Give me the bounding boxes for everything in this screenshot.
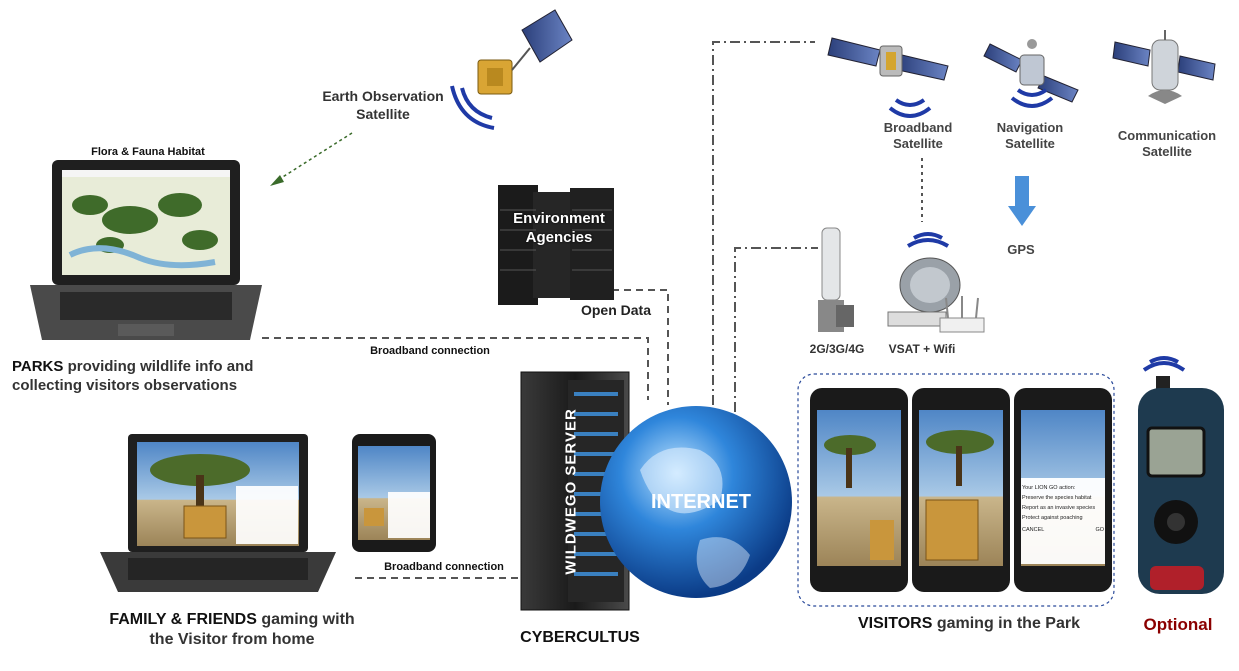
family-friends-label: FAMILY & FRIENDS gaming with the Visitor… [109, 611, 355, 648]
wildwego-server-label: WILDWEGO SERVER [562, 408, 580, 575]
navigation-satellite-icon [983, 39, 1079, 108]
family-laptop-icon [100, 434, 336, 592]
gps-label: GPS [1007, 242, 1035, 257]
earth-obs-arrow [270, 132, 353, 186]
game-dialog: Your LION GO action: Preserve the specie… [1022, 484, 1104, 535]
optional-label: Optional [1143, 615, 1213, 634]
tablet-icon [352, 434, 436, 552]
open-data-label: Open Data [580, 302, 651, 318]
cell-network-label: 2G/3G/4G [809, 342, 865, 356]
vsat-wifi-label: VSAT + Wifi [888, 342, 956, 356]
internet-globe-icon [600, 406, 792, 598]
flora-fauna-habitat-label: Flora & Fauna Habitat [91, 146, 205, 158]
visitor-phone-2-icon [912, 388, 1010, 592]
internet-label: INTERNET [651, 491, 751, 513]
game-option[interactable]: Protect against poaching [1022, 514, 1083, 521]
earth-observation-satellite-icon [450, 9, 573, 130]
cell-tower-line [734, 247, 818, 412]
connection-lines [262, 41, 923, 579]
parks-broadband-line [262, 337, 649, 400]
game-option[interactable]: Preserve the species habitat [1022, 494, 1092, 501]
earth-observation-satellite-label: Earth Observation Satellite [322, 88, 444, 122]
visitor-phone-1-icon [810, 388, 908, 592]
handheld-gps-device-icon [1138, 356, 1224, 594]
cell-tower-icon [818, 227, 854, 332]
broadband-connection-label-top: Broadband connection [370, 345, 490, 357]
broadband-satellite-label: Broadband Satellite [883, 120, 953, 152]
cybercultus-label: CYBERCULTUS [520, 629, 640, 646]
parks-label: PARKS providing wildlife info and collec… [12, 358, 254, 394]
cancel-button[interactable]: CANCEL [1022, 526, 1045, 533]
gps-arrow-icon [1008, 176, 1036, 226]
navigation-satellite-label: Navigation Satellite [996, 120, 1064, 152]
broadband-satellite-icon [827, 37, 949, 118]
visitors-phones-frame [797, 373, 1115, 607]
vsat-dish-icon [887, 232, 985, 333]
satellite-uplink-line [712, 41, 815, 405]
visitor-phone-3-icon [1014, 388, 1112, 592]
parks-laptop-icon [30, 160, 262, 340]
communication-satellite-icon [1112, 30, 1216, 104]
broadband-connection-label-bottom: Broadband connection [384, 561, 504, 573]
environment-agencies-label: Environment Agencies [513, 210, 605, 246]
game-dialog-title: Your LION GO action: [1022, 485, 1076, 491]
environment-agencies-servers-icon [498, 185, 614, 305]
game-option[interactable]: Report as an invasive species [1022, 504, 1096, 511]
visitors-label: VISITORS gaming in the Park [858, 615, 1080, 632]
open-data-line [612, 289, 669, 405]
communication-satellite-label: Communication Satellite [1117, 128, 1217, 160]
go-button[interactable]: GO [1095, 526, 1104, 533]
